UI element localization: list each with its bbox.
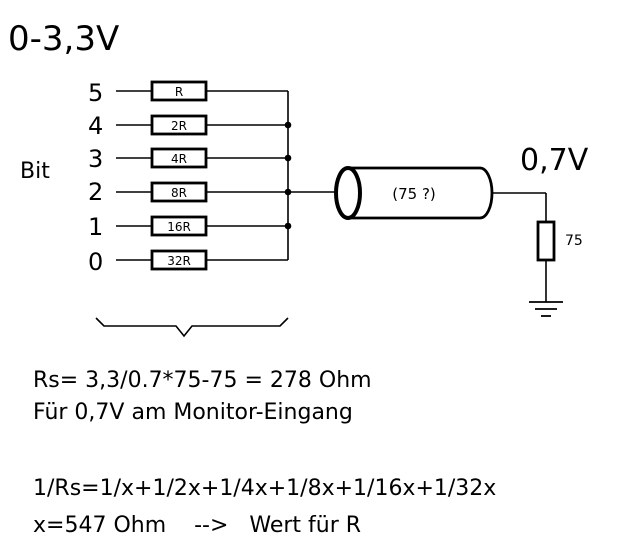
ground-icon: [529, 301, 563, 317]
cable-body: [348, 166, 494, 220]
resistor-5-label: R: [175, 85, 183, 99]
resistor-2: 8R: [150, 181, 208, 203]
bit-label: Bit: [20, 159, 50, 184]
bit-number-4: 4: [88, 112, 103, 140]
resistor-0-label: 32R: [167, 254, 191, 268]
resistor-ladder: R 2R 4R 8R 16R 32R: [150, 80, 208, 271]
resistor-5-body: [150, 80, 208, 102]
resistor-4: 2R: [150, 114, 208, 136]
grouping-brace: [95, 317, 289, 338]
input-wires: [116, 90, 342, 261]
bit-number-3: 3: [88, 145, 103, 173]
resistor-3: 4R: [150, 147, 208, 169]
resistor-4-body: [150, 114, 208, 136]
output-voltage-label: 0,7V: [520, 143, 589, 178]
junction-dot-2: [284, 188, 292, 196]
load-resistor: [536, 220, 556, 262]
resistor-5: R: [150, 80, 208, 102]
junction-dot-4: [284, 121, 292, 129]
bit-number-0: 0: [88, 248, 103, 276]
junction-dot-3: [284, 154, 292, 162]
junction-dots: [284, 121, 292, 230]
resistor-3-label: 4R: [171, 152, 187, 166]
bit-number-5: 5: [88, 79, 103, 107]
bit-number-1: 1: [88, 213, 103, 241]
bit-number-2: 2: [88, 178, 103, 206]
resistor-4-label: 2R: [171, 119, 187, 133]
note-rs-formula: Rs= 3,3/0.7*75-75 = 278 Ohm: [33, 368, 372, 393]
resistor-1-body: [150, 215, 208, 237]
input-voltage-label: 0-3,3V: [8, 19, 119, 59]
cable-impedance-label: (75 ?): [392, 185, 436, 203]
resistor-2-body: [150, 181, 208, 203]
bit-numbers: 5 4 3 2 1 0: [88, 79, 103, 276]
cable-front-end: [334, 166, 362, 220]
note-monitor-input: Für 0,7V am Monitor-Eingang: [33, 400, 353, 425]
resistor-3-body: [150, 147, 208, 169]
load-resistor-label: 75: [565, 233, 583, 249]
resistor-0: 32R: [150, 249, 208, 271]
output-wires: [492, 192, 547, 302]
note-x-result: x=547 Ohm --> Wert für R: [33, 513, 361, 538]
resistor-2-label: 8R: [171, 186, 187, 200]
resistor-1-label: 16R: [167, 220, 191, 234]
coax-cable: (75 ?): [334, 166, 494, 220]
resistor-1: 16R: [150, 215, 208, 237]
junction-dot-1: [284, 222, 292, 230]
resistor-0-body: [150, 249, 208, 271]
notes: Rs= 3,3/0.7*75-75 = 278 Ohm Für 0,7V am …: [33, 368, 496, 538]
note-parallel-formula: 1/Rs=1/x+1/2x+1/4x+1/8x+1/16x+1/32x: [33, 476, 496, 501]
